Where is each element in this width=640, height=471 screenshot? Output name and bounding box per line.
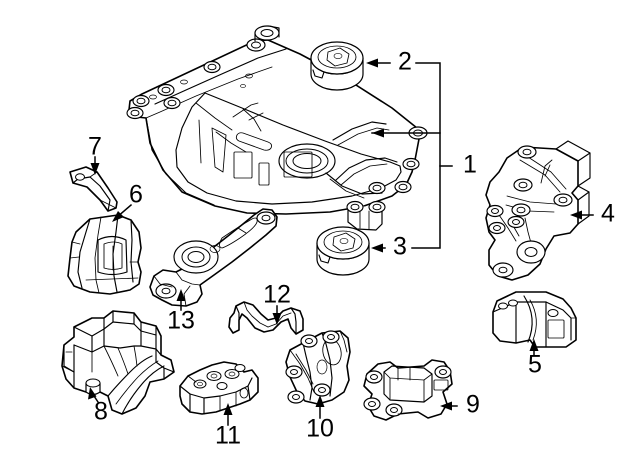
part-3-subframe-bushing-lower [316, 226, 370, 276]
callout-number-9: 9 [466, 391, 480, 419]
callout-leader-5 [529, 339, 539, 356]
callout-leader-10 [315, 395, 325, 419]
part-9-transmission-mount [363, 359, 453, 421]
callout-leader-6 [112, 203, 133, 222]
part-13-torque-strut [149, 208, 278, 307]
part-2-subframe-bushing-upper [310, 41, 364, 91]
callout-number-13: 13 [167, 307, 195, 335]
callout-leader-2 [366, 58, 391, 68]
part-8-transmission-support-casting [61, 310, 175, 415]
callout-number-6: 6 [129, 181, 143, 209]
subframe-bolt-bosses [126, 38, 428, 214]
callout-leader-4 [570, 210, 594, 220]
callout-leader-8 [88, 387, 100, 404]
callout-number-7: 7 [88, 133, 102, 161]
part-7-heat-shield-bracket [69, 166, 118, 212]
callout-leader-3 [371, 243, 386, 253]
callout-number-1: 1 [463, 151, 477, 179]
part-12-s-curved-strap-bracket [228, 301, 304, 335]
callout-number-4: 4 [601, 200, 615, 228]
callout-leader-9 [440, 401, 458, 411]
callout-leader-12 [272, 305, 282, 325]
part-10-pendulum-support-bracket [285, 330, 351, 405]
callout-leader-13 [176, 289, 186, 311]
callout-number-3: 3 [393, 233, 407, 261]
callout-number-2: 2 [398, 48, 412, 76]
part-5-transmission-mount-bracket [492, 291, 577, 348]
part-1-subframe-crossmember [126, 25, 428, 231]
callout-leader-11 [223, 403, 233, 426]
part-6-engine-mount-left [67, 214, 142, 295]
callout-number-12: 12 [263, 281, 291, 309]
callout-group-bracket [371, 62, 453, 249]
callout-number-5: 5 [528, 351, 542, 379]
part-11-mount-adapter-plate [179, 361, 259, 415]
callout-number-11: 11 [215, 422, 241, 450]
callout-number-10: 10 [306, 415, 334, 443]
callout-number-8: 8 [94, 398, 108, 426]
callout-leader-7 [90, 156, 100, 175]
part-4-engine-support-bracket-right [485, 140, 591, 281]
